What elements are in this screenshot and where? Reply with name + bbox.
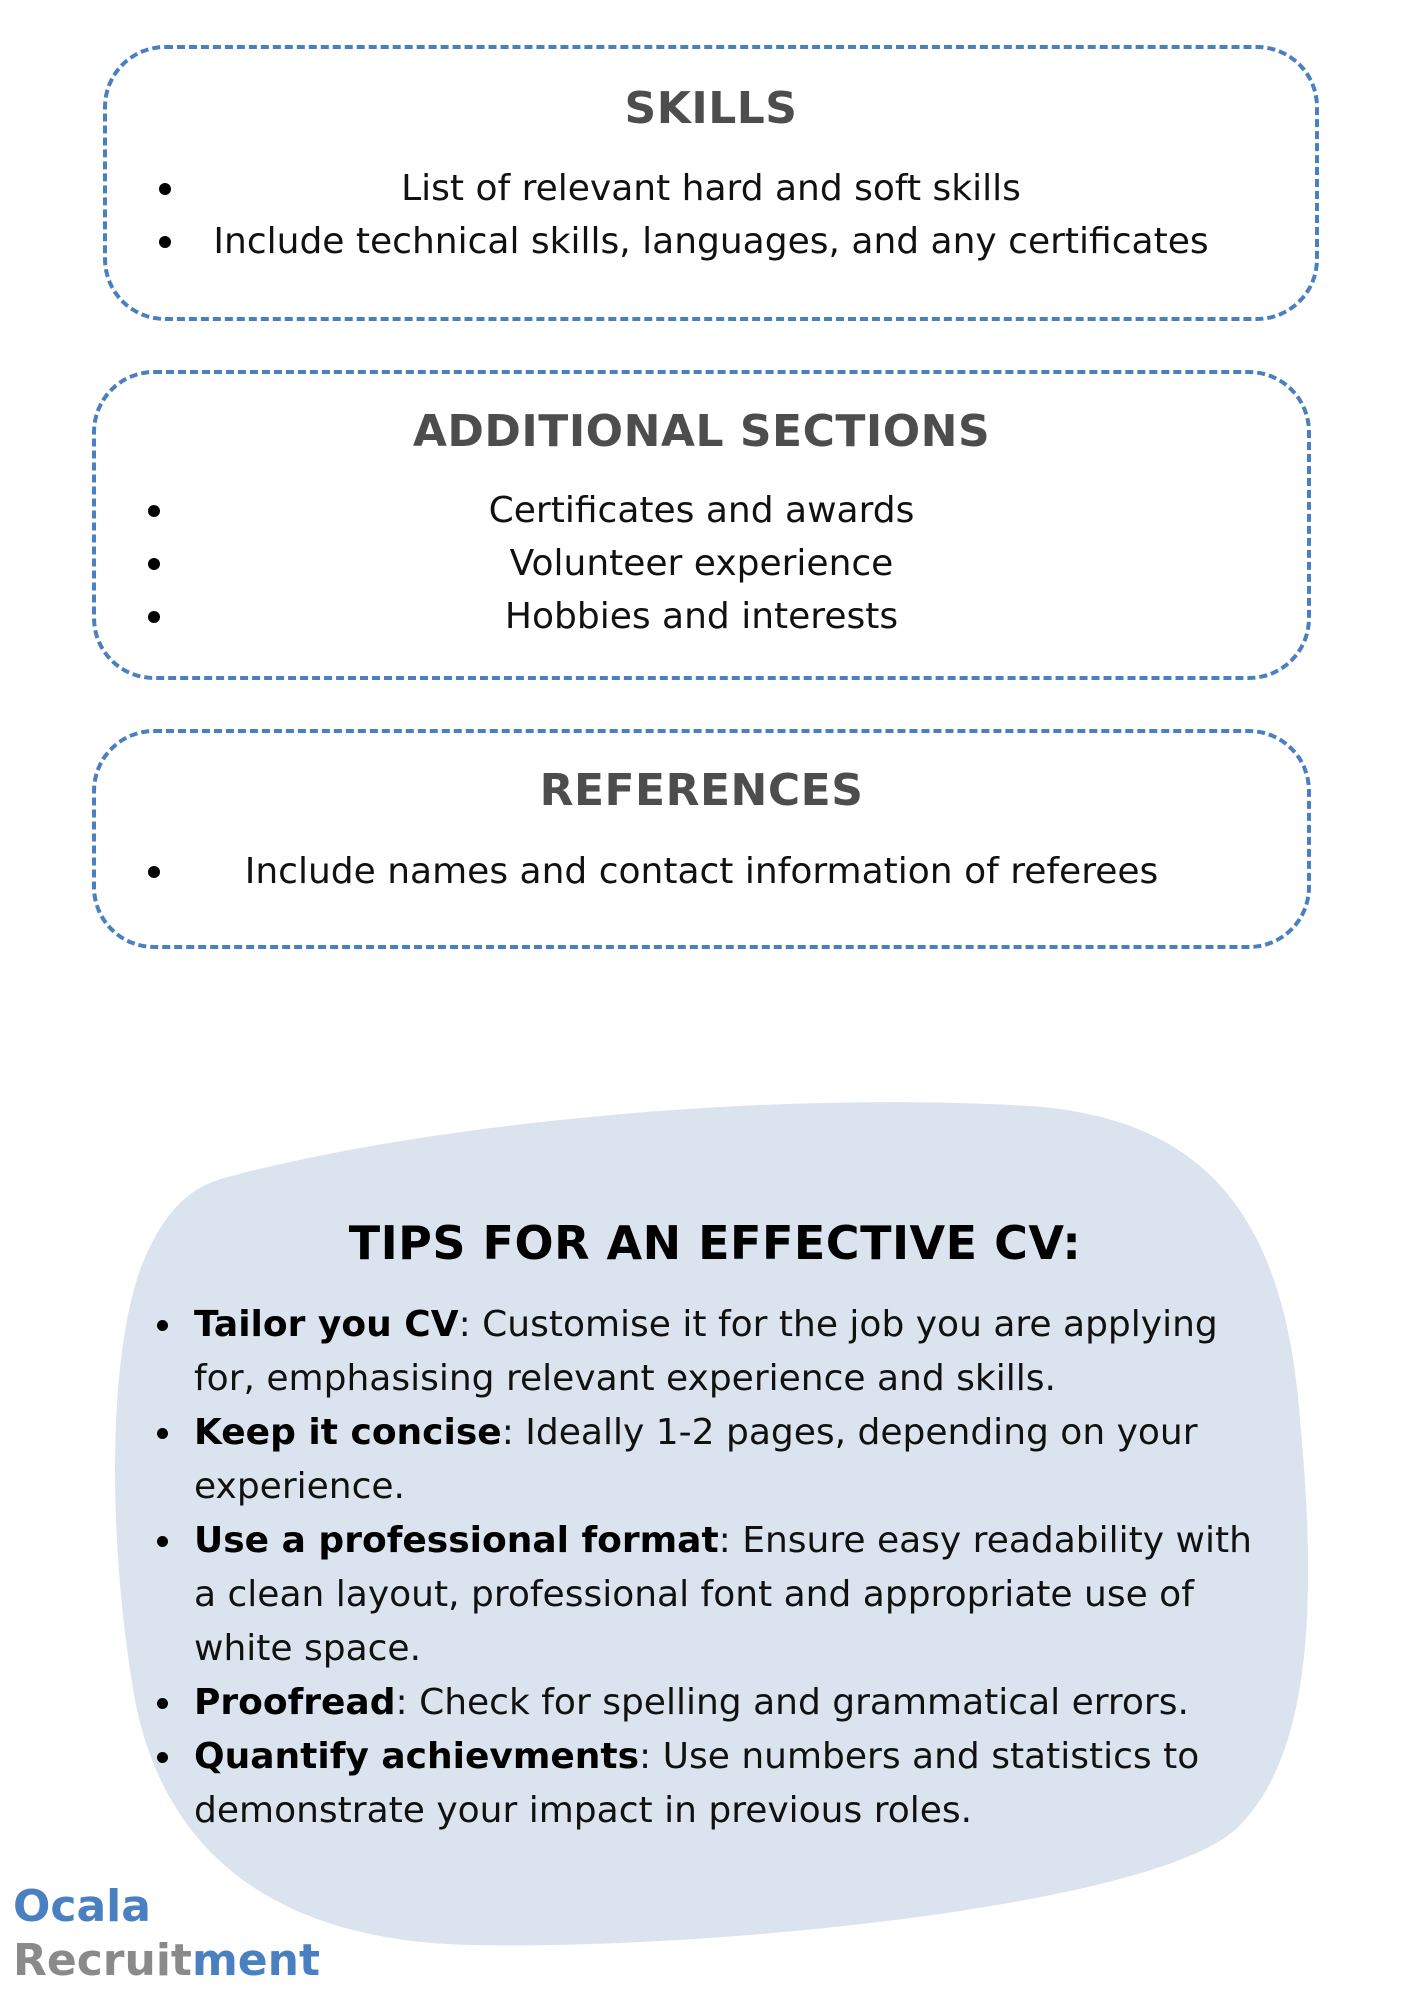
tip-item: Quantify achievments: Use numbers and st… — [150, 1730, 1280, 1838]
bullet-icon — [148, 611, 160, 623]
tips-list: Tailor you CV: Customise it for the job … — [150, 1298, 1280, 1838]
tip-item: Use a professional format: Ensure easy r… — [150, 1514, 1280, 1676]
tip-label: Use a professional format — [194, 1520, 719, 1561]
bullet-icon — [157, 1536, 168, 1547]
bullet-icon — [148, 505, 160, 517]
list-item-text: Certificates and awards — [488, 490, 915, 531]
bullet-icon — [148, 558, 160, 570]
tip-item: Proofread: Check for spelling and gramma… — [150, 1676, 1280, 1730]
tip-item: Keep it concise: Ideally 1-2 pages, depe… — [150, 1406, 1280, 1514]
additional-sections-list: Certificates and awards Volunteer experi… — [96, 484, 1307, 643]
tip-text: : Customise it for the job you are apply… — [194, 1304, 1218, 1399]
tip-text: : Ideally 1-2 pages, depending on your e… — [194, 1412, 1198, 1507]
logo-line-2-part-2: ment — [191, 1935, 320, 1986]
list-item-text: Include names and contact information of… — [244, 851, 1159, 892]
ocala-recruitment-logo: Ocala Recruitment — [13, 1880, 320, 1988]
additional-sections-title: ADDITIONAL SECTIONS — [412, 406, 991, 457]
tip-label: Tailor you CV — [194, 1304, 459, 1345]
bullet-icon — [157, 1752, 168, 1763]
list-item-text: Volunteer experience — [509, 543, 894, 584]
list-item: Include technical skills, languages, and… — [107, 215, 1315, 268]
list-item: Include names and contact information of… — [96, 845, 1307, 898]
tip-label: Keep it concise — [194, 1412, 502, 1453]
skills-title: SKILLS — [624, 83, 798, 134]
tip-label: Proofread — [194, 1682, 396, 1723]
additional-sections-section: ADDITIONAL SECTIONS Certificates and awa… — [92, 370, 1311, 680]
list-item-text: Hobbies and interests — [504, 596, 899, 637]
tip-text: : Check for spelling and grammatical err… — [395, 1682, 1189, 1723]
bullet-icon — [157, 1320, 168, 1331]
bullet-icon — [159, 236, 171, 248]
tips-section: TIPS FOR AN EFFECTIVE CV: Tailor you CV:… — [150, 1216, 1280, 1838]
references-title: REFERENCES — [539, 765, 864, 816]
bullet-icon — [159, 183, 171, 195]
tip-text: : Ensure easy readability with a clean l… — [194, 1520, 1252, 1669]
tip-item: Tailor you CV: Customise it for the job … — [150, 1298, 1280, 1406]
tips-title: TIPS FOR AN EFFECTIVE CV: — [348, 1216, 1082, 1270]
tip-text: : Use numbers and statistics to demonstr… — [194, 1736, 1200, 1831]
list-item-text: Include technical skills, languages, and… — [213, 221, 1209, 262]
logo-line-1: Ocala — [13, 1881, 151, 1932]
bullet-icon — [157, 1428, 168, 1439]
bullet-icon — [148, 866, 160, 878]
list-item: Certificates and awards — [96, 484, 1307, 537]
logo-line-2-part-1: Recruit — [13, 1935, 192, 1986]
list-item: List of relevant hard and soft skills — [107, 162, 1315, 215]
skills-list: List of relevant hard and soft skills In… — [107, 162, 1315, 268]
bullet-icon — [157, 1698, 168, 1709]
list-item-text: List of relevant hard and soft skills — [401, 168, 1021, 209]
references-list: Include names and contact information of… — [96, 845, 1307, 898]
tip-label: Quantify achievments — [194, 1736, 640, 1777]
list-item: Volunteer experience — [96, 537, 1307, 590]
skills-section: SKILLS List of relevant hard and soft sk… — [103, 45, 1319, 321]
references-section: REFERENCES Include names and contact inf… — [92, 729, 1311, 949]
list-item: Hobbies and interests — [96, 590, 1307, 643]
